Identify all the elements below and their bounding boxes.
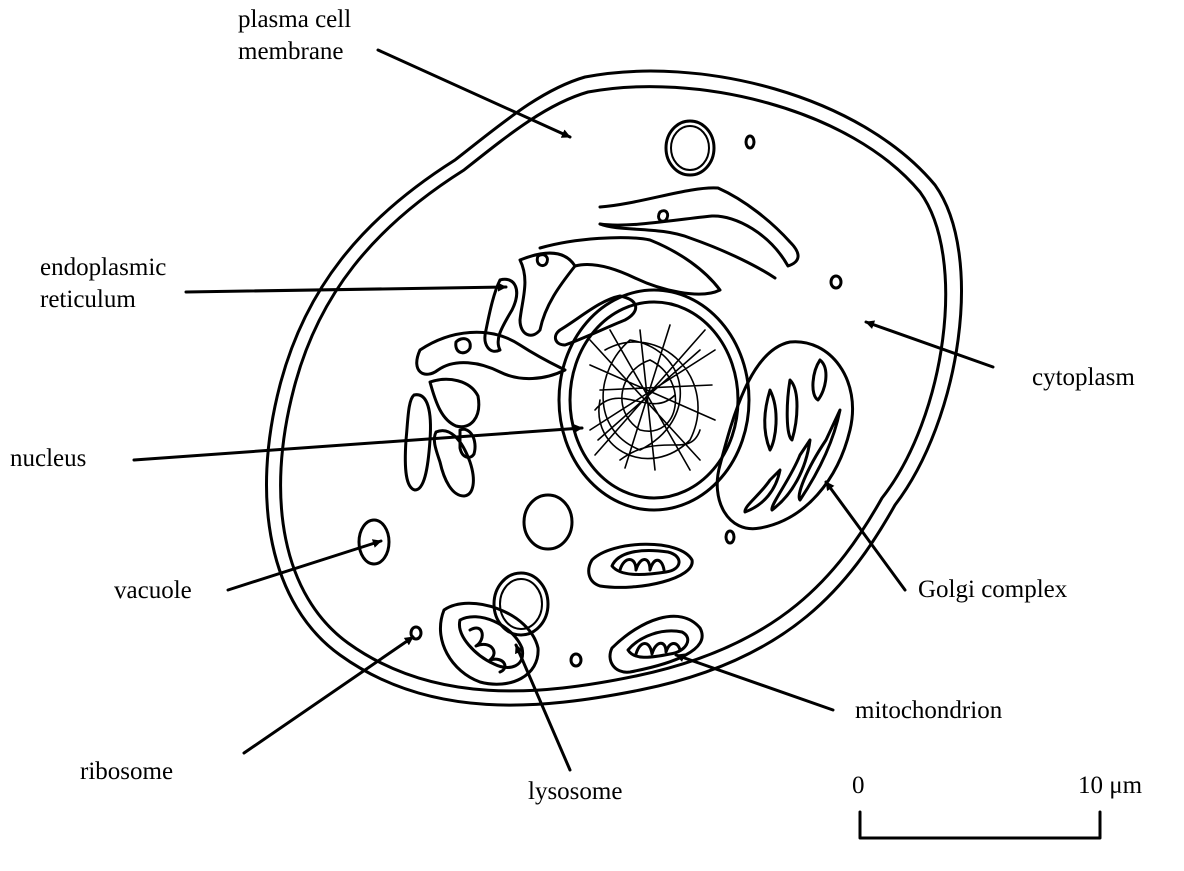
pointer-ribosome (244, 637, 413, 753)
mitochondrion-upper (589, 544, 692, 587)
pointer-plasma-membrane (378, 50, 570, 137)
lysosome-upper (524, 495, 572, 549)
golgi-complex (717, 342, 852, 529)
scale-bar-start-label: 0 (852, 770, 865, 802)
mitochondrion (610, 616, 702, 672)
mitochondrion-lower (440, 603, 538, 684)
scale-bar (860, 812, 1100, 838)
nucleus-envelope-outer (559, 290, 749, 510)
scale-bar-end-label: 10 μm (1078, 770, 1142, 802)
pointer-mitochondrion (676, 655, 833, 710)
vesicle-top (666, 121, 714, 175)
pointer-endoplasmic-reticulum (186, 287, 506, 292)
pointer-vacuole (228, 541, 381, 590)
chromatin (590, 325, 715, 470)
label-lysosome: lysosome (528, 776, 622, 808)
pointer-golgi-complex (826, 482, 905, 590)
pointer-nucleus (134, 428, 582, 460)
label-ribosome: ribosome (80, 756, 173, 788)
pointer-cytoplasm (866, 322, 993, 367)
vesicle-top-inner (671, 126, 709, 170)
label-plasma-membrane: plasma cell membrane (238, 4, 351, 68)
label-vacuole: vacuole (114, 575, 192, 607)
label-endoplasmic-reticulum: endoplasmic reticulum (40, 252, 166, 316)
label-cytoplasm: cytoplasm (1032, 362, 1135, 394)
pointer-lysosome (516, 645, 570, 770)
nucleus-envelope-inner (570, 302, 738, 498)
label-mitochondrion: mitochondrion (855, 695, 1002, 727)
label-nucleus: nucleus (10, 443, 86, 475)
plasma-membrane-outer (267, 71, 962, 705)
label-golgi-complex: Golgi complex (918, 574, 1067, 606)
leader-lines (134, 50, 993, 770)
